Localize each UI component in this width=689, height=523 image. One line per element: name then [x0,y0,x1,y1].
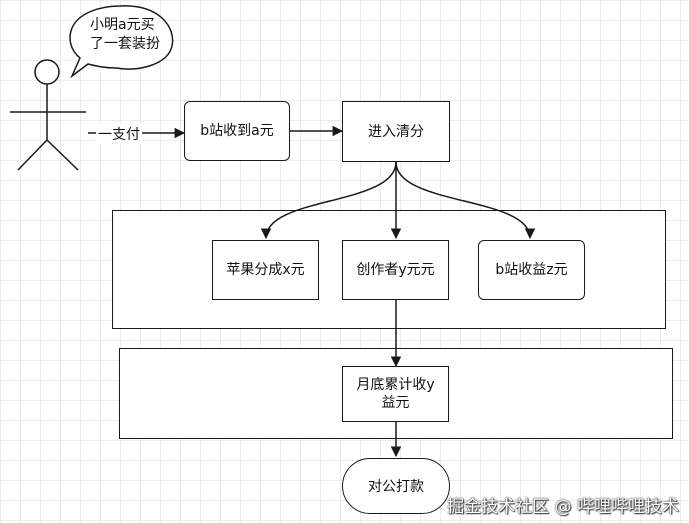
pay-label: 一支付 [96,124,142,144]
bubble-line-2: 了一套装扮 [90,36,160,52]
apple-share-box[interactable]: 苹果分成x元 [212,240,319,300]
monthly-settlement-box[interactable]: 月底累计收y 益元 [342,366,449,422]
corporate-transfer-terminal[interactable]: 对公打款 [342,458,450,514]
bubble-line-1: 小明a元买 [90,17,155,33]
creator-share-box[interactable]: 创作者y元元 [342,240,449,300]
speech-bubble-text: 小明a元买 了一套装扮 [90,16,160,54]
bilibili-share-box[interactable]: b站收益z元 [478,240,585,300]
settle-box[interactable]: 进入清分 [342,101,450,162]
monthly-line-2: 益元 [381,395,410,411]
receive-box[interactable]: b站收到a元 [184,101,290,161]
watermark: 掘金技术社区 @ 哔哩哔哩技术 [447,497,679,517]
stick-figure-icon [10,59,86,171]
monthly-line-1: 月底累计收y [356,377,435,393]
speech-bubble [69,5,174,79]
